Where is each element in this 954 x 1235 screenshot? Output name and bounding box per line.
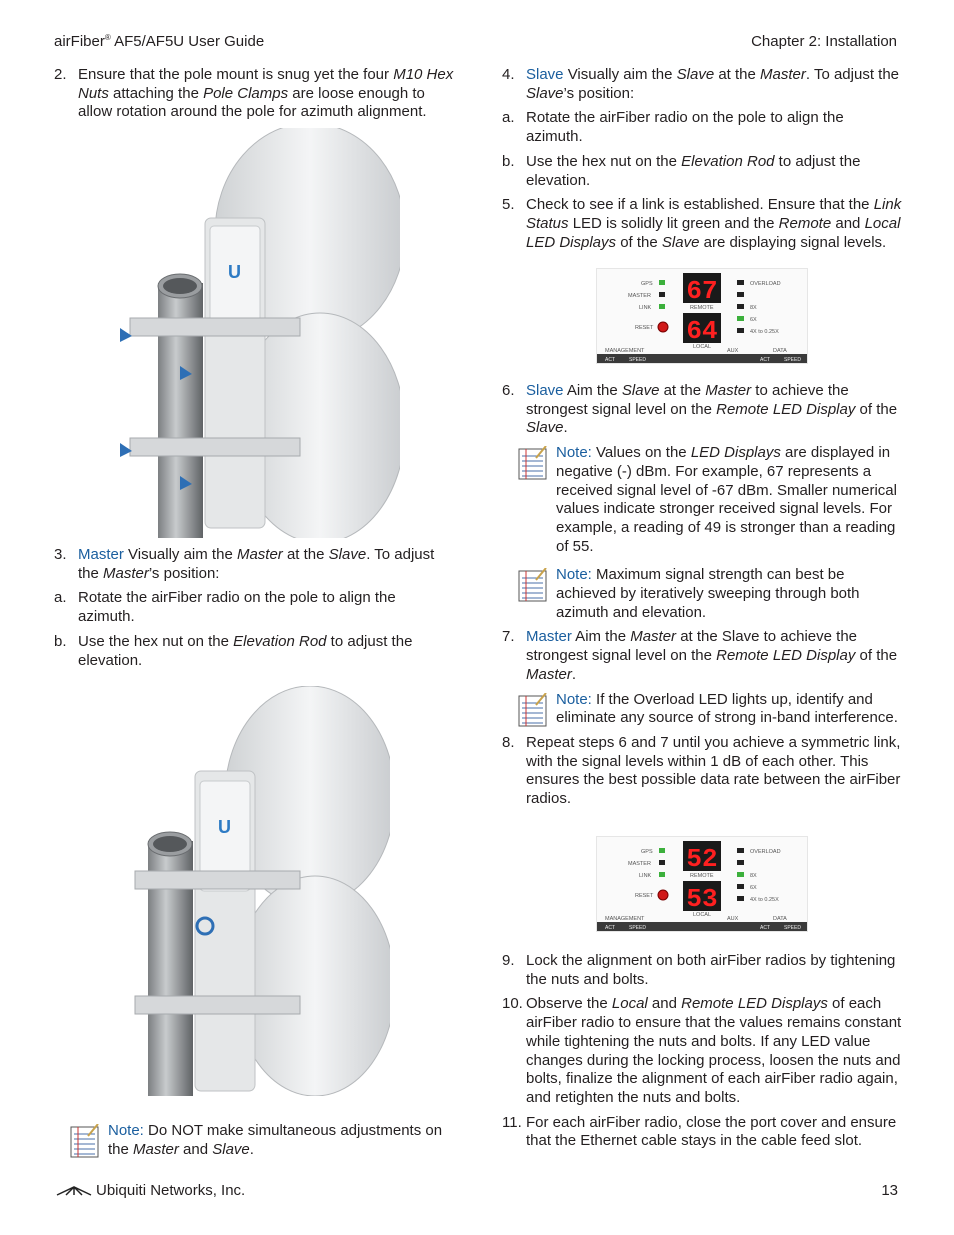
step-3b: b.Use the hex nut on the Elevation Rod t… xyxy=(54,632,413,669)
overload-label: OVERLOAD xyxy=(750,281,781,287)
local-display-value: 64 xyxy=(686,316,717,346)
step-11: 11.For each airFiber radio, close the po… xyxy=(502,1113,897,1150)
local-label: LOCAL xyxy=(693,344,711,350)
reset-label: RESET xyxy=(635,325,654,331)
radio-mount-illustration-2: U xyxy=(134,686,390,1096)
master-label: MASTER xyxy=(628,293,651,299)
gps-label: GPS xyxy=(641,849,653,855)
management-label: MANAGEMENT xyxy=(605,916,645,922)
local-label: LOCAL xyxy=(693,912,711,918)
company-name: Ubiquiti Networks, Inc. xyxy=(96,1182,246,1199)
master-label: MASTER xyxy=(628,861,651,867)
step-2: 2.Ensure that the pole mount is snug yet… xyxy=(54,66,454,121)
aux-label: AUX xyxy=(727,348,739,354)
step-8: 8.Repeat steps 6 and 7 until you achieve… xyxy=(502,733,901,808)
management-label: MANAGEMENT xyxy=(605,348,645,354)
right-column: 4.Slave Visually aim the Slave at the Ma… xyxy=(502,66,902,258)
led-panel-1: GPS MASTER LINK RESET REMOTE LOCAL OVERL… xyxy=(596,268,808,364)
gps-label: GPS xyxy=(641,281,653,287)
left-note: Note: Do NOT make simultaneous adjustmen… xyxy=(70,1122,454,1165)
led-panel-2: GPS MASTER LINK RESET REMOTE LOCAL OVERL… xyxy=(596,836,808,932)
step-4b: b.Use the hex nut on the Elevation Rod t… xyxy=(502,152,861,189)
step-5: 5.Check to see if a link is established.… xyxy=(502,196,902,251)
remote-display-value: 52 xyxy=(686,844,717,874)
notepad-icon xyxy=(70,1124,99,1158)
data-label: DATA xyxy=(773,916,787,922)
remote-display-value: 67 xyxy=(686,276,717,306)
note-led-values: Note: Values on the LED Displays are dis… xyxy=(518,444,902,556)
ubiquiti-logo-icon xyxy=(56,1185,92,1196)
remote-label: REMOTE xyxy=(690,873,714,879)
right-column-middle: 6.Slave Aim the Slave at the Master to a… xyxy=(502,382,902,815)
svg-text:U: U xyxy=(228,262,241,282)
note-overload: Note: If the Overload LED lights up, ide… xyxy=(518,691,902,728)
rate-4x-label: 4X to 0.25X xyxy=(750,329,779,335)
act-label-right: ACT xyxy=(760,925,770,931)
notepad-icon xyxy=(518,446,547,480)
reset-label: RESET xyxy=(635,893,654,899)
running-header-title: airFiber® AF5/AF5U User Guide xyxy=(54,33,265,50)
step-3a: a.Rotate the airFiber radio on the pole … xyxy=(54,589,396,626)
step-3: 3.Master Visually aim the Master at the … xyxy=(54,546,435,582)
step-9: 9.Lock the alignment on both airFiber ra… xyxy=(502,952,896,988)
aux-label: AUX xyxy=(727,916,739,922)
act-label-left: ACT xyxy=(605,925,615,931)
rate-4x-label: 4X to 0.25X xyxy=(750,897,779,903)
step-7: 7.Master Aim the Master at the Slave to … xyxy=(502,628,898,683)
step-10: 10.Observe the Local and Remote LED Disp… xyxy=(502,995,902,1106)
note-no-simultaneous: Note: Do NOT make simultaneous adjustmen… xyxy=(70,1122,454,1159)
speed-label-right: SPEED xyxy=(784,357,801,363)
rate-8x-label: 8X xyxy=(750,873,757,879)
act-label-right: ACT xyxy=(760,357,770,363)
left-column-lower: 3.Master Visually aim the Master at the … xyxy=(54,546,454,676)
act-label-left: ACT xyxy=(605,357,615,363)
right-column-lower: 9.Lock the alignment on both airFiber ra… xyxy=(502,952,902,1157)
rate-8x-label: 8X xyxy=(750,305,757,311)
data-label: DATA xyxy=(773,348,787,354)
svg-text:U: U xyxy=(218,817,231,837)
footer-company: Ubiquiti Networks, Inc. xyxy=(56,1182,245,1199)
note-max-signal: Note: Maximum signal strength can best b… xyxy=(518,566,902,622)
overload-label: OVERLOAD xyxy=(750,849,781,855)
step-4a: a.Rotate the airFiber radio on the pole … xyxy=(502,109,844,146)
speed-label-left: SPEED xyxy=(629,925,646,931)
link-label: LINK xyxy=(639,873,652,879)
rate-6x-label: 6X xyxy=(750,317,757,323)
link-label: LINK xyxy=(639,305,652,311)
running-header-chapter: Chapter 2: Installation xyxy=(751,33,897,50)
step-6: 6.Slave Aim the Slave at the Master to a… xyxy=(502,382,898,437)
speed-label-right: SPEED xyxy=(784,925,801,931)
left-column: 2.Ensure that the pole mount is snug yet… xyxy=(54,66,454,128)
radio-mount-illustration-1: U xyxy=(120,128,400,538)
rate-6x-label: 6X xyxy=(750,885,757,891)
notepad-icon xyxy=(518,568,547,602)
local-display-value: 53 xyxy=(686,884,717,914)
speed-label-left: SPEED xyxy=(629,357,646,363)
remote-label: REMOTE xyxy=(690,305,714,311)
page-number: 13 xyxy=(881,1182,898,1199)
notepad-icon xyxy=(518,692,547,727)
step-4: 4.Slave Visually aim the Slave at the Ma… xyxy=(502,66,900,102)
